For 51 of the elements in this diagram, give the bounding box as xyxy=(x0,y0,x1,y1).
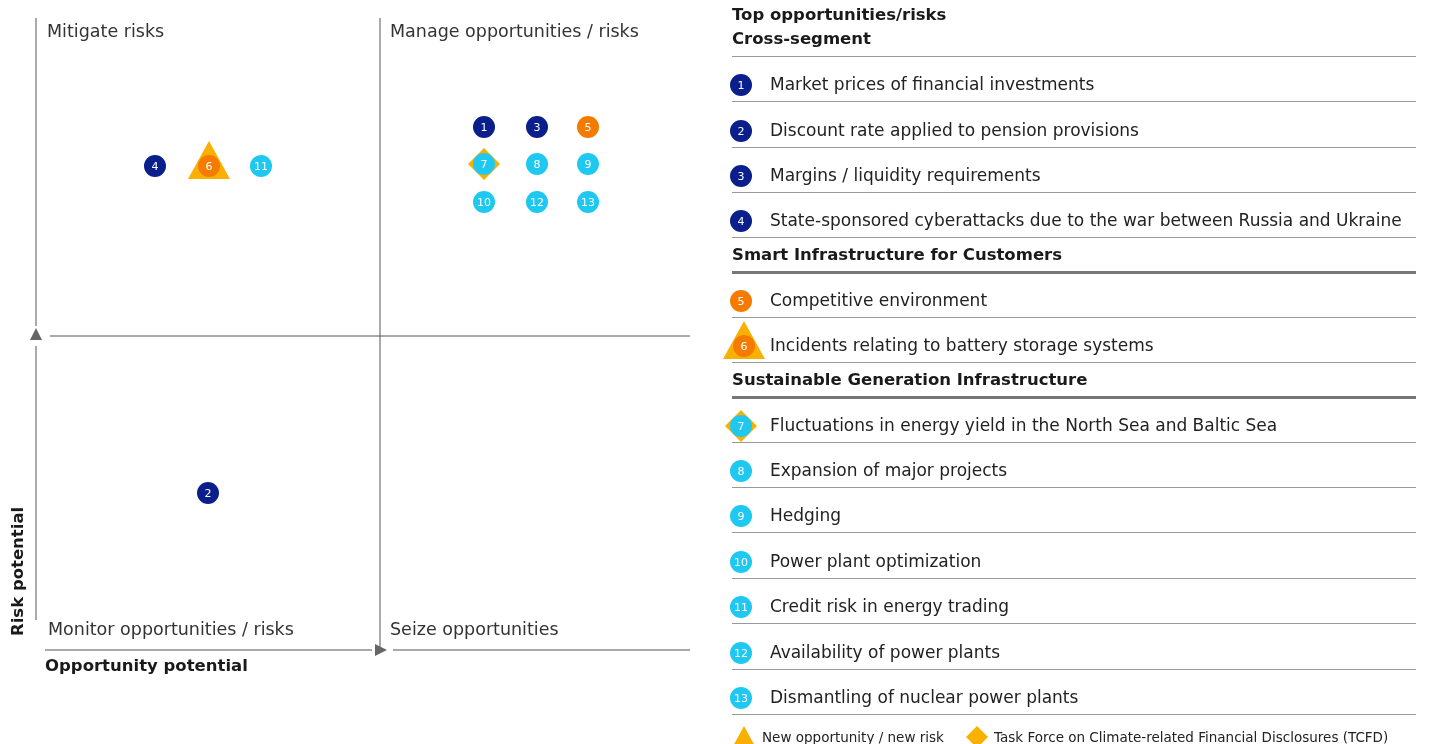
numbered-marker: 6 xyxy=(723,321,765,359)
risk-description: Dismantling of nuclear power plants xyxy=(770,687,1079,707)
numbered-marker: 9 xyxy=(730,505,752,527)
legend-text: Task Force on Climate-related Financial Disclosures (TCFD) xyxy=(994,729,1389,744)
numbered-marker: 5 xyxy=(577,116,599,138)
numbered-marker: 13 xyxy=(730,687,752,709)
numbered-marker: 7 xyxy=(468,148,500,180)
quadrant-label: Manage opportunities / risks xyxy=(390,21,639,41)
risk-description: Market prices of financial investments xyxy=(770,74,1095,94)
risk-description: Power plant optimization xyxy=(770,551,982,571)
risk-description: Hedging xyxy=(770,505,842,525)
quadrant-label: Seize opportunities xyxy=(390,619,559,639)
risk-description: Fluctuations in energy yield in the North Sea and Baltic Sea xyxy=(770,415,1278,435)
risk-description: Discount rate applied to pension provisions xyxy=(770,120,1139,140)
axis-label: Opportunity potential xyxy=(45,656,248,675)
numbered-marker: 12 xyxy=(730,642,752,664)
numbered-marker: 6 xyxy=(188,141,230,179)
risk-description: Incidents relating to battery storage systems xyxy=(770,335,1154,355)
section-heading: Smart Infrastructure for Customers xyxy=(732,245,1063,264)
risk-description: Margins / liquidity requirements xyxy=(770,165,1041,185)
risk-description: Availability of power plants xyxy=(770,642,1001,662)
numbered-marker: 1 xyxy=(473,116,495,138)
numbered-marker: 11 xyxy=(250,155,272,177)
quadrant-label: Monitor opportunities / risks xyxy=(48,619,294,639)
numbered-marker: 10 xyxy=(730,551,752,573)
numbered-marker: 4 xyxy=(730,210,752,232)
numbered-marker: 3 xyxy=(526,116,548,138)
legend-text: New opportunity / new risk xyxy=(762,729,944,744)
numbered-marker: 8 xyxy=(730,460,752,482)
numbered-marker: 5 xyxy=(730,290,752,312)
numbered-marker: 2 xyxy=(197,482,219,504)
risk-description: Credit risk in energy trading xyxy=(770,596,1010,616)
numbered-marker: 13 xyxy=(577,191,599,213)
numbered-marker: 7 xyxy=(725,410,757,442)
numbered-marker: 11 xyxy=(730,596,752,618)
numbered-marker: 4 xyxy=(144,155,166,177)
numbered-marker: 10 xyxy=(473,191,495,213)
numbered-marker: 9 xyxy=(577,153,599,175)
numbered-marker: 12 xyxy=(526,191,548,213)
numbered-marker: 3 xyxy=(730,165,752,187)
risk-description: State-sponsored cyberattacks due to the war between Russia and Ukraine xyxy=(770,210,1402,230)
axis-label: Risk potential xyxy=(8,506,27,636)
numbered-marker: 8 xyxy=(526,153,548,175)
section-heading: Top opportunities/risks xyxy=(732,5,947,24)
quadrant-label: Mitigate risks xyxy=(47,21,165,41)
risk-description: Expansion of major projects xyxy=(770,460,1008,480)
numbered-marker: 2 xyxy=(730,120,752,142)
section-heading: Cross-segment xyxy=(732,29,871,48)
risk-description: Competitive environment xyxy=(770,290,988,310)
numbered-marker: 1 xyxy=(730,74,752,96)
section-heading: Sustainable Generation Infrastructure xyxy=(732,370,1088,389)
